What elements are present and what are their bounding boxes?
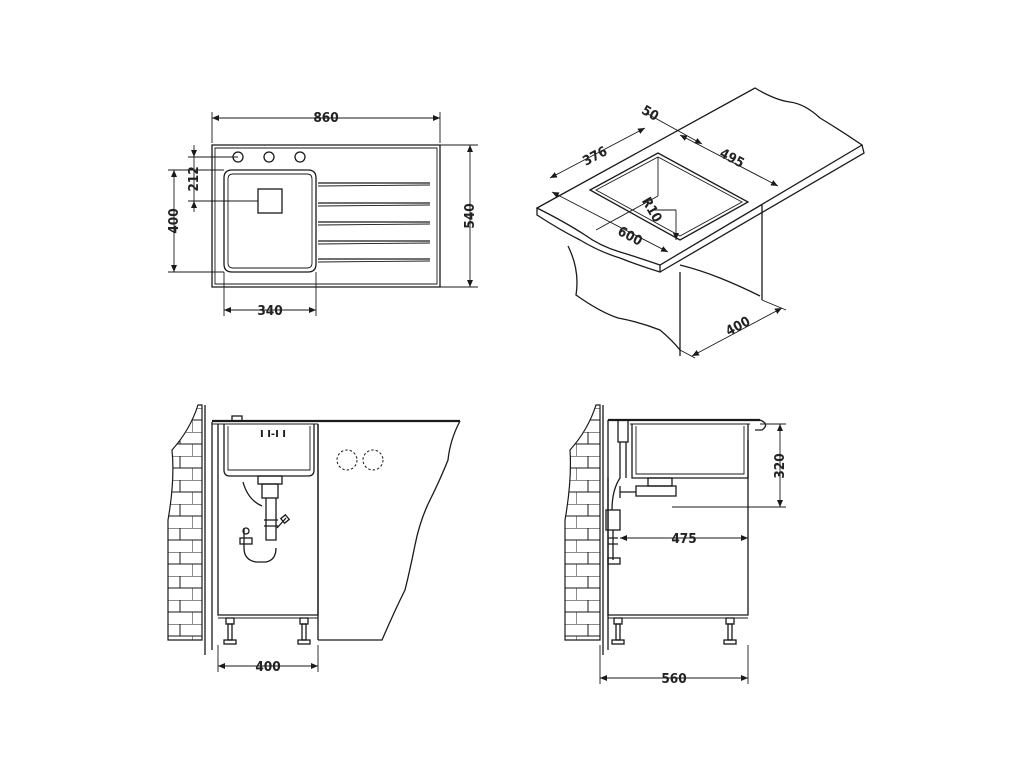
dim-bowl-depth: 400 — [166, 208, 182, 233]
isometric-view: 50 495 376 600 R10 400 — [535, 87, 865, 359]
cabinet-feet-front — [223, 617, 311, 645]
dim-cabinet-depth: 560 — [661, 671, 686, 687]
tap-holes — [232, 151, 306, 163]
worktop-side — [608, 418, 767, 431]
iso-dim-r10: R10 — [638, 195, 679, 240]
cabinet-feet-side — [611, 617, 737, 645]
dim-top-depth: 540 — [462, 203, 478, 228]
dim-worktop-offset: 50 — [639, 102, 662, 124]
iso-dim-50: 50 — [639, 102, 703, 145]
dim-top-width: 860 — [313, 110, 338, 126]
drainer-grooves — [317, 182, 431, 263]
dim-tap-offset: 212 — [186, 166, 202, 191]
svg-text:I I-I I: I I-I I — [260, 429, 286, 440]
bowl-outline — [223, 169, 317, 273]
dimension-212: 212 — [186, 145, 258, 212]
dimension-400: 400 — [166, 169, 224, 273]
dimension-340: 340 — [223, 272, 317, 319]
tap-holes-side — [336, 449, 384, 471]
bowl-section-front: I I-I I — [223, 424, 315, 477]
worktop-front — [212, 415, 460, 425]
dimension-860: 860 — [211, 110, 441, 143]
drain-square — [257, 188, 283, 214]
dim-cabinet-depth-iso: 400 — [723, 313, 753, 339]
dim-bowl-height: 320 — [772, 453, 788, 478]
bowl-section-side — [631, 424, 749, 479]
brick-wall-left — [167, 404, 213, 655]
iso-dim-376: 376 — [549, 127, 646, 179]
dim-drain-depth: 475 — [671, 531, 696, 547]
top-view: 860 540 400 212 34 — [166, 110, 478, 319]
dim-bowl-width: 340 — [257, 303, 282, 319]
dimension-320: 320 — [672, 423, 788, 508]
dim-cabinet-width: 400 — [255, 659, 280, 675]
waste-trap-front — [239, 475, 291, 563]
dimension-560: 560 — [599, 645, 749, 687]
iso-dim-400: 400 — [679, 299, 787, 359]
dim-corner-radius: R10 — [638, 195, 665, 226]
dim-bowl-width-iso: 376 — [580, 143, 610, 169]
dim-cutout-width: 600 — [615, 223, 645, 249]
cabinet-outline-side — [607, 440, 749, 619]
worktop-outline — [211, 144, 441, 288]
dimension-475: 475 — [620, 531, 748, 547]
front-section-view: I I-I I — [167, 404, 461, 675]
iso-dim-495: 495 — [679, 134, 779, 187]
dimension-400-front: 400 — [217, 645, 319, 675]
brick-wall-right — [564, 404, 609, 655]
side-section-view: 320 475 560 — [564, 404, 788, 687]
waste-trap-side — [605, 419, 677, 565]
dimension-540: 540 — [440, 144, 478, 288]
iso-cabinet-panels — [567, 205, 763, 356]
